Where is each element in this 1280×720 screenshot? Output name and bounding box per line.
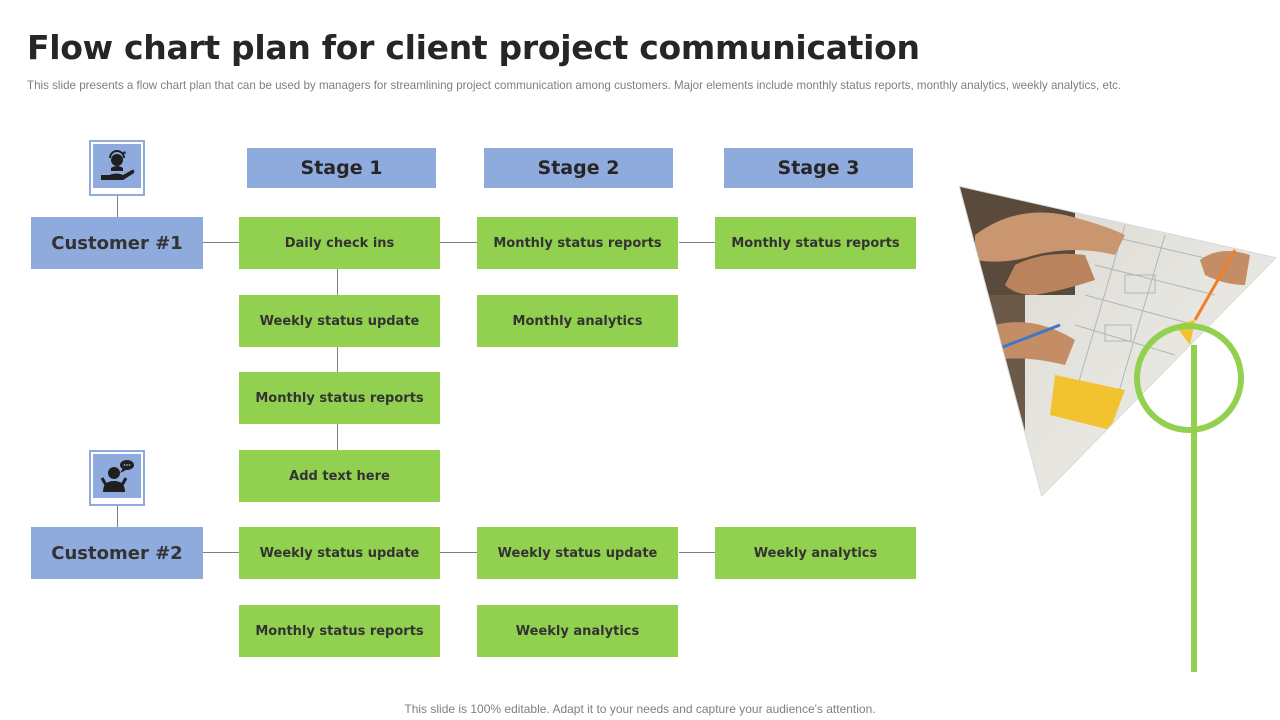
customer-1-icon-frame: [89, 140, 145, 196]
connector-c1-row: [203, 242, 239, 243]
c1-stage1-step-2: Weekly status update: [239, 295, 440, 347]
connector-s1-v3: [337, 424, 338, 450]
customer-2-icon-frame: [89, 450, 145, 506]
c2-stage2-step-1: Weekly status update: [477, 527, 678, 579]
connector-c2-row: [203, 552, 239, 553]
decorative-photo-triangle: [955, 175, 1280, 675]
customer-service-icon: [101, 150, 135, 180]
customer-2-box: Customer #2: [31, 527, 203, 579]
c1-stage2-step-1: Monthly status reports: [477, 217, 678, 269]
stage-3-header: Stage 3: [724, 148, 913, 188]
c2-stage3-step-1: Weekly analytics: [715, 527, 916, 579]
c2-stage2-step-2: Weekly analytics: [477, 605, 678, 657]
connector-s1-v2: [337, 346, 338, 372]
c1-stage3-step-1: Monthly status reports: [715, 217, 916, 269]
connector-icon2: [117, 506, 118, 527]
connector-c2-s2s3: [679, 552, 715, 553]
c2-stage1-step-1: Weekly status update: [239, 527, 440, 579]
connector-s1-v1: [337, 269, 338, 295]
connector-c1-s1s2: [440, 242, 477, 243]
c1-stage1-step-4: Add text here: [239, 450, 440, 502]
connector-c1-s2s3: [679, 242, 715, 243]
stage-2-header: Stage 2: [484, 148, 673, 188]
connector-icon1: [117, 196, 118, 217]
slide-subtitle: This slide presents a flow chart plan th…: [27, 79, 1122, 92]
stage-1-header: Stage 1: [247, 148, 436, 188]
c2-stage1-step-2: Monthly status reports: [239, 605, 440, 657]
c1-stage2-step-2: Monthly analytics: [477, 295, 678, 347]
slide-title: Flow chart plan for client project commu…: [27, 28, 920, 67]
customer-1-box: Customer #1: [31, 217, 203, 269]
c1-stage1-step-3: Monthly status reports: [239, 372, 440, 424]
slide-footer: This slide is 100% editable. Adapt it to…: [404, 702, 876, 716]
c1-stage1-step-1: Daily check ins: [239, 217, 440, 269]
teamwork-photo-icon: [958, 185, 1277, 672]
person-chat-icon: [100, 460, 134, 492]
connector-c2-s1s2: [440, 552, 477, 553]
